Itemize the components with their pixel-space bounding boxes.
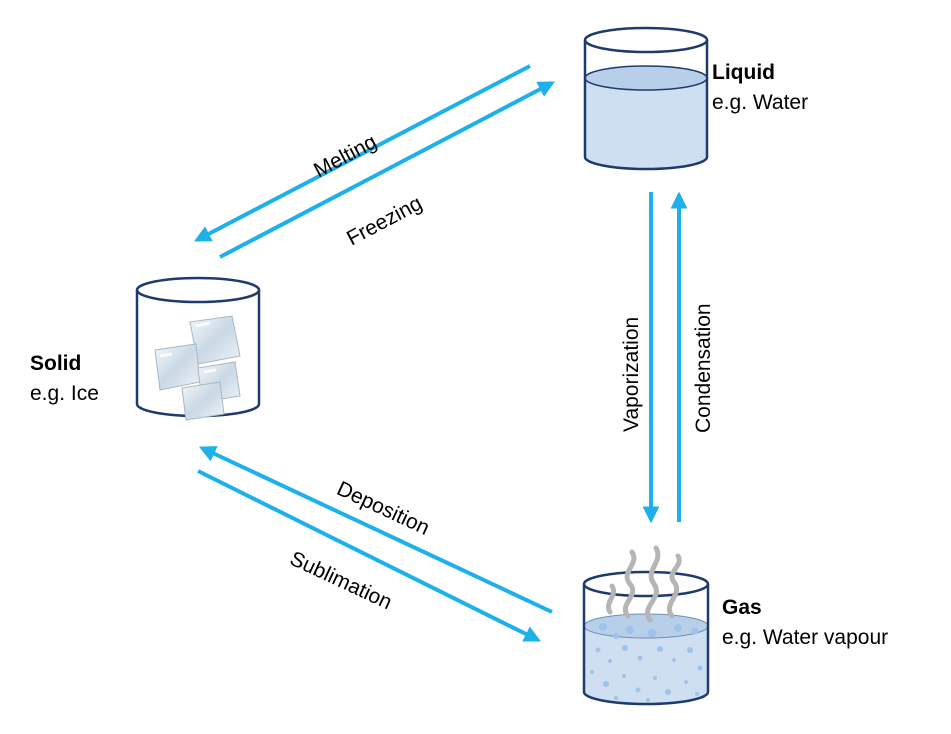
liquid-example: e.g. Water bbox=[712, 91, 809, 114]
condensation-label: Condensation bbox=[692, 303, 715, 433]
arrow-freezing bbox=[219, 81, 555, 259]
solid-name: Solid bbox=[30, 352, 82, 375]
gas-beaker-icon bbox=[582, 545, 710, 706]
gas-example: e.g. Water vapour bbox=[722, 626, 889, 649]
arrow-deposition bbox=[198, 446, 553, 614]
solid-beaker-icon bbox=[135, 276, 261, 421]
vaporization-label: Vaporization bbox=[620, 316, 643, 432]
solid-example: e.g. Ice bbox=[30, 382, 99, 405]
liquid-label: Liquid e.g. Water bbox=[712, 58, 808, 118]
gas-name: Gas bbox=[722, 596, 762, 619]
bubbles-icon bbox=[590, 623, 703, 702]
ice-cubes-icon bbox=[154, 315, 241, 421]
gas-label: Gas e.g. Water vapour bbox=[722, 593, 888, 653]
arrow-sublimation bbox=[197, 469, 542, 642]
liquid-beaker-icon bbox=[583, 26, 709, 171]
liquid-name: Liquid bbox=[712, 61, 775, 84]
arrow-melting bbox=[194, 64, 531, 242]
vapour-steam-icon bbox=[606, 545, 682, 623]
solid-label: Solid e.g. Ice bbox=[30, 349, 99, 409]
